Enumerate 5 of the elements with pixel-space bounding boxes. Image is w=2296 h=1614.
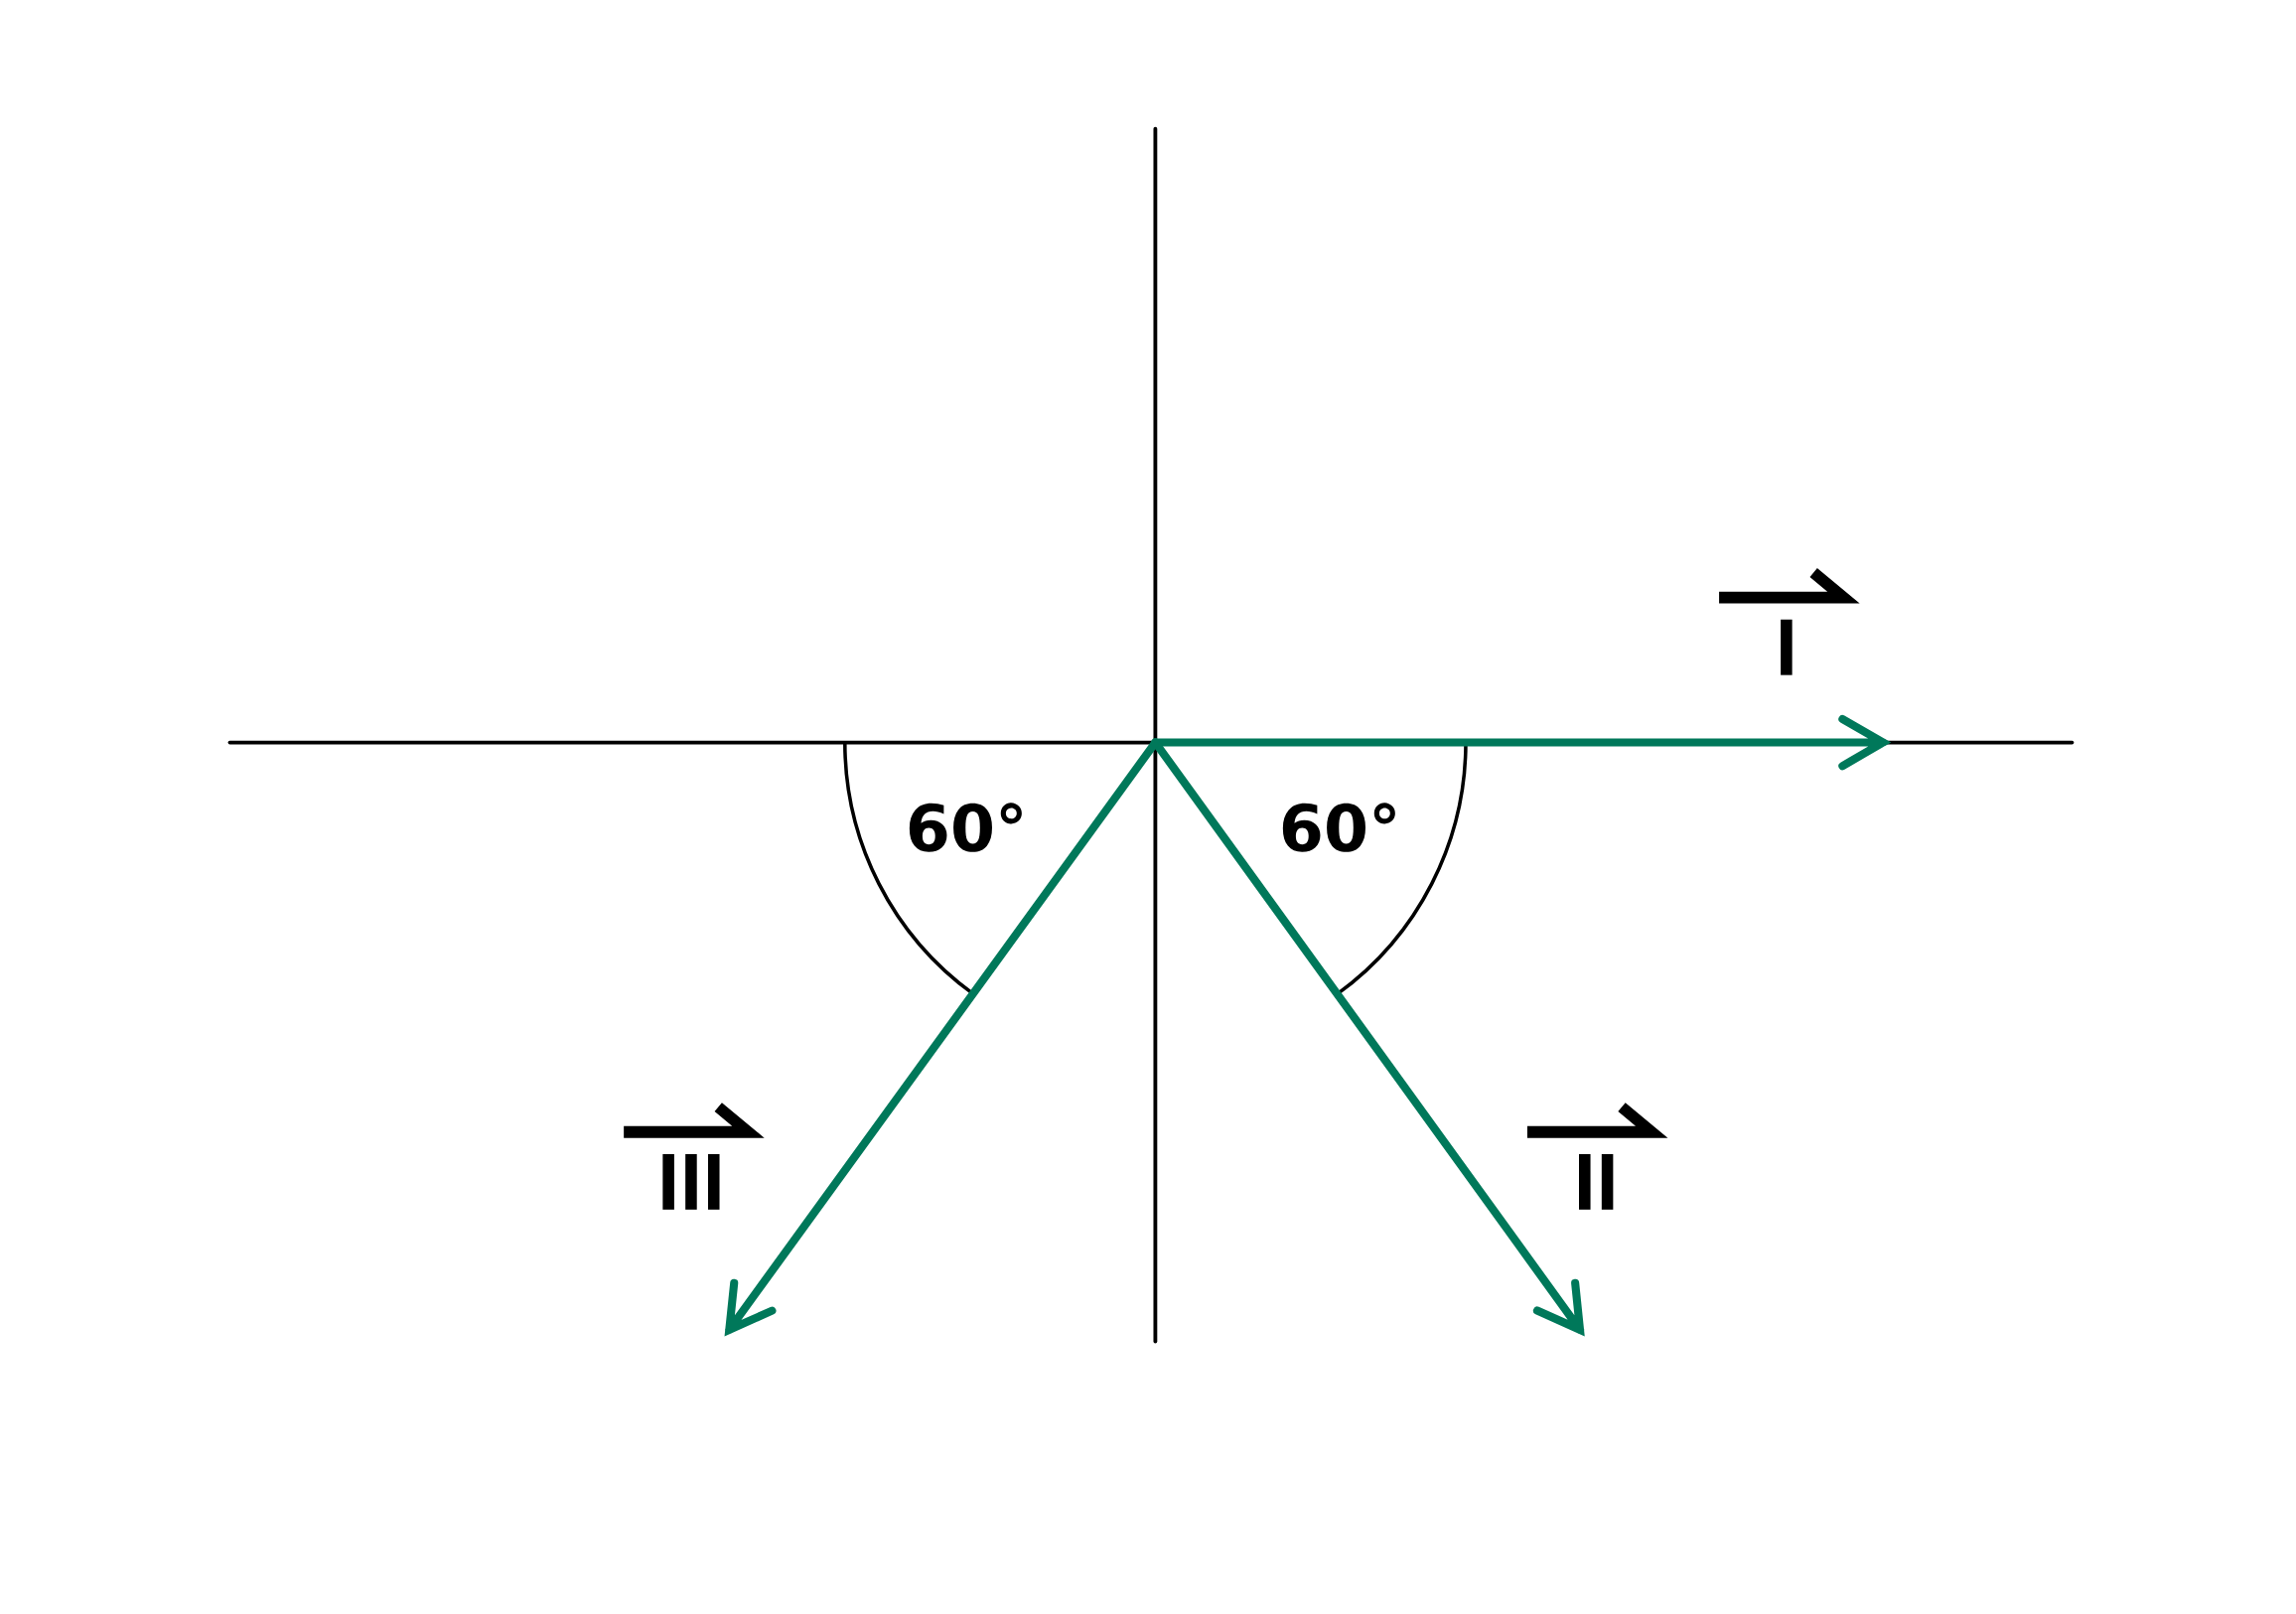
angle-label: 60° bbox=[909, 803, 1022, 852]
vector-label: I bbox=[1719, 568, 1860, 675]
vector-label: III bbox=[624, 1102, 765, 1210]
vector-label: II bbox=[1526, 1102, 1668, 1210]
angle-label: 60° bbox=[1282, 803, 1395, 852]
